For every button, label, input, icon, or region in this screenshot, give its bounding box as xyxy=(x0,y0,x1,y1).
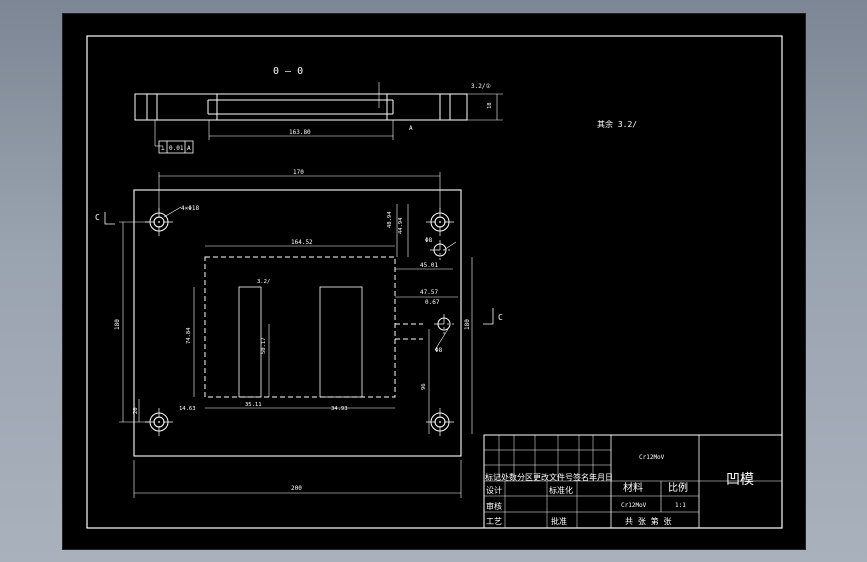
tolerance-symbol: ⊥ xyxy=(161,145,165,152)
dim-height-right: 180 xyxy=(464,319,471,330)
plan-view xyxy=(104,172,494,498)
dim-width-170: 170 xyxy=(293,169,304,176)
title-material-row-value: Cr12MoV xyxy=(621,502,647,509)
tolerance-frame: ⊥ 0.01 A xyxy=(158,140,194,154)
slot-right xyxy=(319,286,363,398)
screw-hole-tl xyxy=(145,208,173,236)
title-design-label: 设计 xyxy=(486,485,502,495)
section-mark-right: C xyxy=(498,313,503,322)
title-process-label: 工艺 xyxy=(486,517,502,526)
tolerance-datum: A xyxy=(187,145,191,152)
title-approve-label: 批准 xyxy=(551,516,567,526)
dim-hole: 4×Φ18 xyxy=(181,205,199,212)
screw-hole-tr xyxy=(426,208,454,236)
section-label: 0 — 0 xyxy=(273,66,303,77)
dim-14-63: 14.63 xyxy=(179,406,196,412)
dim-96: 96 xyxy=(421,383,427,390)
dim-20: 20 xyxy=(133,407,139,414)
datum-a-mark: A xyxy=(409,125,413,132)
dim-section-length: 163.80 xyxy=(289,129,311,136)
tolerance-value: 0.01 xyxy=(169,145,184,152)
dowel-hole-upper xyxy=(430,240,450,260)
dim-slot-height: 74.84 xyxy=(186,327,192,344)
section-view xyxy=(134,82,503,147)
dim-35-11: 35.11 xyxy=(245,402,262,408)
title-standard-label: 标准化 xyxy=(549,485,573,495)
dim-opening-width: 164.52 xyxy=(291,239,313,246)
dim-48-94: 48.94 xyxy=(387,211,393,228)
screw-hole-bl xyxy=(145,408,173,436)
title-part-name: 凹模 xyxy=(726,472,754,488)
title-scale-value: 1:1 xyxy=(675,502,686,509)
slot-left xyxy=(238,286,262,398)
dim-section-thickness: 18 xyxy=(487,102,493,109)
title-review-label: 审核 xyxy=(486,501,502,511)
dim-44-94: 44.94 xyxy=(398,217,404,234)
dim-0-67: 0.67 xyxy=(425,299,440,306)
roughness-top: 3.2/① xyxy=(471,83,491,90)
dim-34-93: 34.93 xyxy=(331,406,348,412)
drawing-canvas: 0 — 0 163.80 18 3.2/① A ⊥ 0.01 A 其余 3.2/ xyxy=(62,13,806,550)
technical-drawing: 0 — 0 163.80 18 3.2/① A ⊥ 0.01 A 其余 3.2/ xyxy=(86,35,783,529)
section-mark-left: C xyxy=(95,213,100,222)
title-block xyxy=(483,434,783,529)
dim-dowel-lower: Φ8 xyxy=(435,347,443,354)
dim-dowel: Φ8 xyxy=(425,237,433,244)
die-opening-outline xyxy=(204,256,396,398)
drawing-frame xyxy=(86,35,783,529)
surface-finish-note: 其余 3.2/ xyxy=(597,119,637,129)
title-material-label: 材料 xyxy=(623,481,643,494)
screw-hole-br xyxy=(426,408,454,436)
die-plate-outline xyxy=(133,189,462,457)
title-scale-label: 比例 xyxy=(668,481,688,494)
dim-47-57: 47.57 xyxy=(420,289,438,296)
dowel-hole-lower xyxy=(434,314,454,334)
title-header-row: 标记处数分区更改文件号签名年月日 xyxy=(485,472,613,482)
dim-bottom-200: 200 xyxy=(291,485,302,492)
inner-roughness-mark: 3.2/ xyxy=(257,279,270,285)
dim-45-01: 45.01 xyxy=(420,262,438,269)
title-material-value: Cr12MoV xyxy=(639,454,665,461)
dim-height-left: 180 xyxy=(114,319,121,330)
dim-leg: 50.17 xyxy=(261,337,267,354)
title-sheet-text: 共 张 第 张 xyxy=(625,516,671,526)
